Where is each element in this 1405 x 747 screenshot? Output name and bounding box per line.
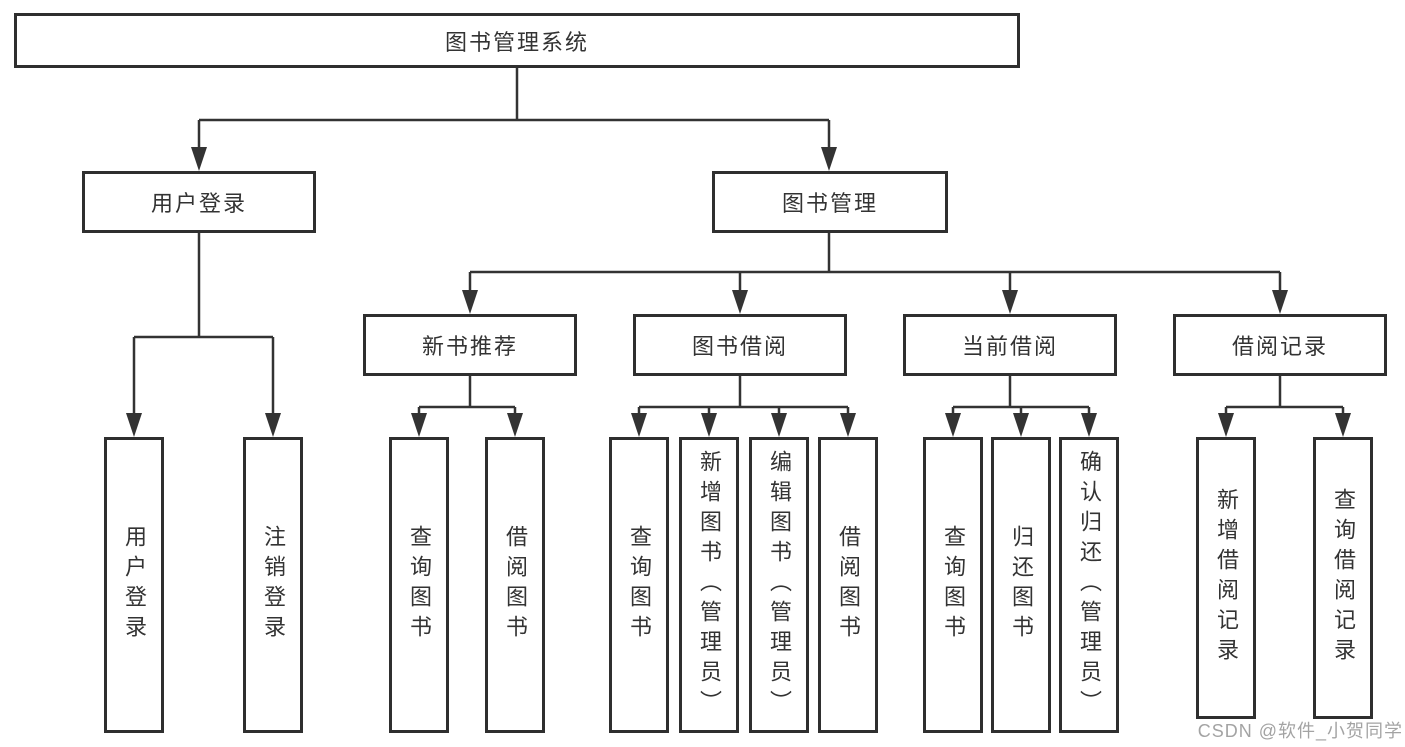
node-leaf-add-borrow-record: 新增借阅记录 bbox=[1196, 437, 1256, 719]
edge-newbook-to-leaves bbox=[417, 376, 517, 416]
node-leaf-add-book-admin: 新增图书（管理员） bbox=[679, 437, 739, 733]
edge-current-to-leaves bbox=[951, 376, 1091, 416]
edge-userlogin-to-leaves bbox=[132, 233, 275, 416]
node-leaf-query-books-1: 查询图书 bbox=[389, 437, 449, 733]
node-book-management: 图书管理 bbox=[712, 171, 948, 233]
node-new-book-recommend: 新书推荐 bbox=[363, 314, 577, 376]
node-leaf-query-books-3: 查询图书 bbox=[923, 437, 983, 733]
node-leaf-confirm-return-admin: 确认归还（管理员） bbox=[1059, 437, 1119, 733]
edge-records-to-leaves bbox=[1224, 376, 1345, 416]
arrow-down-icons bbox=[126, 147, 1351, 437]
node-leaf-query-books-2: 查询图书 bbox=[609, 437, 669, 733]
node-root-library-management-system: 图书管理系统 bbox=[14, 13, 1020, 68]
edge-root-to-level2 bbox=[197, 68, 831, 150]
node-leaf-user-login: 用户登录 bbox=[104, 437, 164, 733]
node-borrowing-records: 借阅记录 bbox=[1173, 314, 1387, 376]
node-leaf-return-books: 归还图书 bbox=[991, 437, 1051, 733]
node-leaf-borrow-books-2: 借阅图书 bbox=[818, 437, 878, 733]
node-leaf-logout: 注销登录 bbox=[243, 437, 303, 733]
node-current-borrowing: 当前借阅 bbox=[903, 314, 1117, 376]
node-leaf-query-borrow-record: 查询借阅记录 bbox=[1313, 437, 1373, 719]
csdn-watermark: CSDN @软件_小贺同学 bbox=[1197, 721, 1403, 741]
node-book-borrowing: 图书借阅 bbox=[633, 314, 847, 376]
node-leaf-edit-book-admin: 编辑图书（管理员） bbox=[749, 437, 809, 733]
edge-bookmgmt-to-level3 bbox=[468, 233, 1282, 292]
edge-borrowing-to-leaves bbox=[637, 376, 850, 416]
node-user-login: 用户登录 bbox=[82, 171, 316, 233]
node-leaf-borrow-books-1: 借阅图书 bbox=[485, 437, 545, 733]
